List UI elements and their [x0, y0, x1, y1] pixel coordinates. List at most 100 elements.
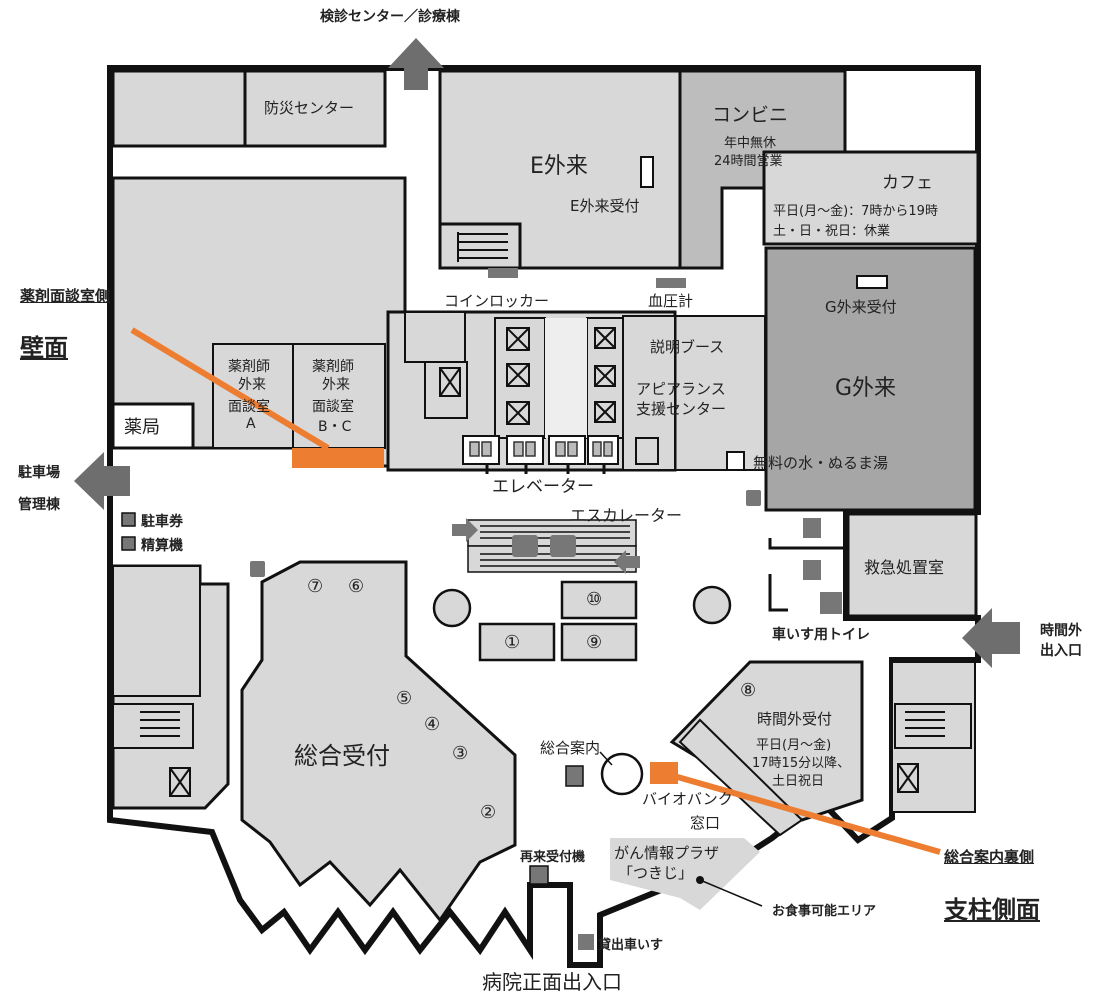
elevator-shaft-right	[586, 317, 624, 439]
cafe-hours-1: 平日(月～金)：7時から19時	[773, 204, 938, 219]
disaster-center-label: 防災センター	[264, 99, 355, 117]
lobby-counters	[478, 580, 638, 662]
right-stair-steps	[905, 711, 945, 737]
left-callout-line	[130, 327, 330, 451]
wheelchair-rental-icon	[578, 934, 594, 950]
phone-icon-right	[746, 490, 761, 506]
escalator-icon-1	[512, 535, 538, 557]
e-reception-label: E外来受付	[570, 197, 640, 215]
g-outpatient-block	[764, 246, 977, 512]
pharmacy-room	[111, 402, 195, 450]
core-shaft-x	[439, 367, 461, 397]
pharm-a-label-3: 面談室	[228, 399, 270, 415]
counter-3: ③	[452, 743, 469, 764]
dining-leader	[699, 879, 763, 907]
toilet-walls	[768, 538, 846, 612]
parking-arrow	[74, 452, 130, 510]
pharm-bc-label-4: B・C	[318, 419, 352, 435]
counter-10: ⑩	[586, 589, 603, 610]
coin-locker-label: コインロッカー	[444, 292, 550, 310]
settlement-label: 精算機	[141, 538, 183, 554]
appearance-label-2: 支援センター	[636, 400, 727, 418]
phone-icon-left	[250, 561, 265, 577]
pharm-bc-label-2: 外来	[322, 377, 350, 393]
after-hours-entrance-label-1: 時間外	[1040, 623, 1082, 639]
toilet-icon-1	[803, 518, 821, 538]
parking-ticket-label: 駐車券	[141, 514, 183, 530]
lobby-pillars	[432, 585, 732, 628]
right-stair	[894, 703, 972, 749]
counter-4: ④	[424, 714, 441, 735]
pharm-bc-label-3: 面談室	[312, 399, 354, 415]
emergency-label: 救急処置室	[864, 558, 945, 577]
after-hours-info-3: 土日祝日	[772, 774, 825, 789]
after-hours-arrow	[962, 608, 1020, 668]
biobank-label-1: バイオバンク	[642, 790, 733, 808]
cafe-label: カフェ	[882, 173, 933, 193]
coin-locker-mark	[488, 268, 518, 278]
general-reception-area	[240, 560, 517, 923]
counter-5: ⑤	[396, 688, 413, 709]
e-outpatient-label: E外来	[530, 154, 588, 179]
settlement-mark	[121, 536, 136, 551]
biobank-label-2: 窓口	[690, 814, 721, 832]
convenience-label: コンビニ	[712, 104, 789, 126]
appearance-label-1: アピアランス	[636, 380, 726, 398]
right-shaft	[897, 763, 919, 793]
after-hours-reception-label: 時間外受付	[757, 710, 833, 728]
pharm-bc-label-1: 薬剤師	[312, 359, 354, 375]
emergency-room	[846, 512, 978, 618]
g-inner-line	[674, 315, 766, 471]
explain-booth-label: 説明ブース	[650, 338, 725, 356]
counter-9: ⑨	[586, 632, 603, 653]
elevator-door-stubs	[485, 464, 606, 474]
counter-8: ⑧	[740, 680, 757, 701]
free-water-label: 無料の水・ぬるま湯	[753, 454, 889, 472]
right-annotation-subtitle: 支柱側面	[944, 896, 1040, 924]
pharm-a-label-2: 外来	[238, 377, 266, 393]
info-desk-mark	[565, 765, 584, 787]
wheelchair-toilet-label: 車いす用トイレ	[772, 627, 870, 643]
cancer-plaza-area	[610, 838, 760, 910]
disaster-center-room	[243, 69, 387, 148]
left-stair-steps	[140, 711, 180, 737]
after-hours-entrance-label-2: 出入口	[1040, 643, 1082, 659]
general-reception-label: 総合受付	[294, 742, 390, 770]
right-marker	[650, 762, 678, 784]
counter-1: ①	[504, 632, 521, 653]
convenience-hours-1: 年中無休	[724, 136, 777, 151]
elevator-doors	[462, 435, 659, 465]
info-leader	[599, 751, 613, 766]
elevator-shaft-boxes	[506, 327, 616, 425]
right-callout-line	[659, 769, 941, 855]
core-stair	[404, 311, 466, 363]
counter-2: ②	[480, 802, 497, 823]
rental-wheelchair-label: 貸出車いす	[598, 938, 664, 953]
pharm-bc-room	[292, 343, 386, 449]
counter-6: ⑥	[348, 576, 365, 597]
water-icon	[726, 451, 745, 471]
left-shaft	[169, 767, 191, 797]
after-hours-info-1: 平日(月～金)	[756, 738, 832, 753]
pharm-a-label-4: A	[246, 416, 256, 432]
elevator-hall	[545, 318, 587, 438]
parking-label-1: 駐車場	[18, 465, 60, 481]
parking-label-2: 管理棟	[18, 497, 60, 513]
wheelchair-icon	[820, 592, 842, 614]
counter-7: ⑦	[307, 576, 324, 597]
toilet-icon-2	[803, 560, 821, 580]
top-exit-arrow	[388, 38, 444, 90]
e-stair	[438, 222, 522, 270]
g-outpatient-label: G外来	[835, 376, 897, 401]
cancer-plaza-label-1: がん情報プラザ	[614, 844, 720, 862]
left-room-a	[112, 565, 201, 697]
g-reception-label: G外来受付	[825, 298, 897, 316]
bp-mark	[656, 278, 686, 288]
top-exit-label: 検診センター／診療棟	[320, 9, 460, 25]
e-stair-steps	[457, 232, 508, 262]
dining-dot	[696, 876, 704, 884]
blood-pressure-label: 血圧計	[648, 292, 694, 310]
after-hours-info-2: 17時15分以降、	[752, 756, 851, 771]
dining-area-label: お食事可能エリア	[772, 904, 877, 919]
